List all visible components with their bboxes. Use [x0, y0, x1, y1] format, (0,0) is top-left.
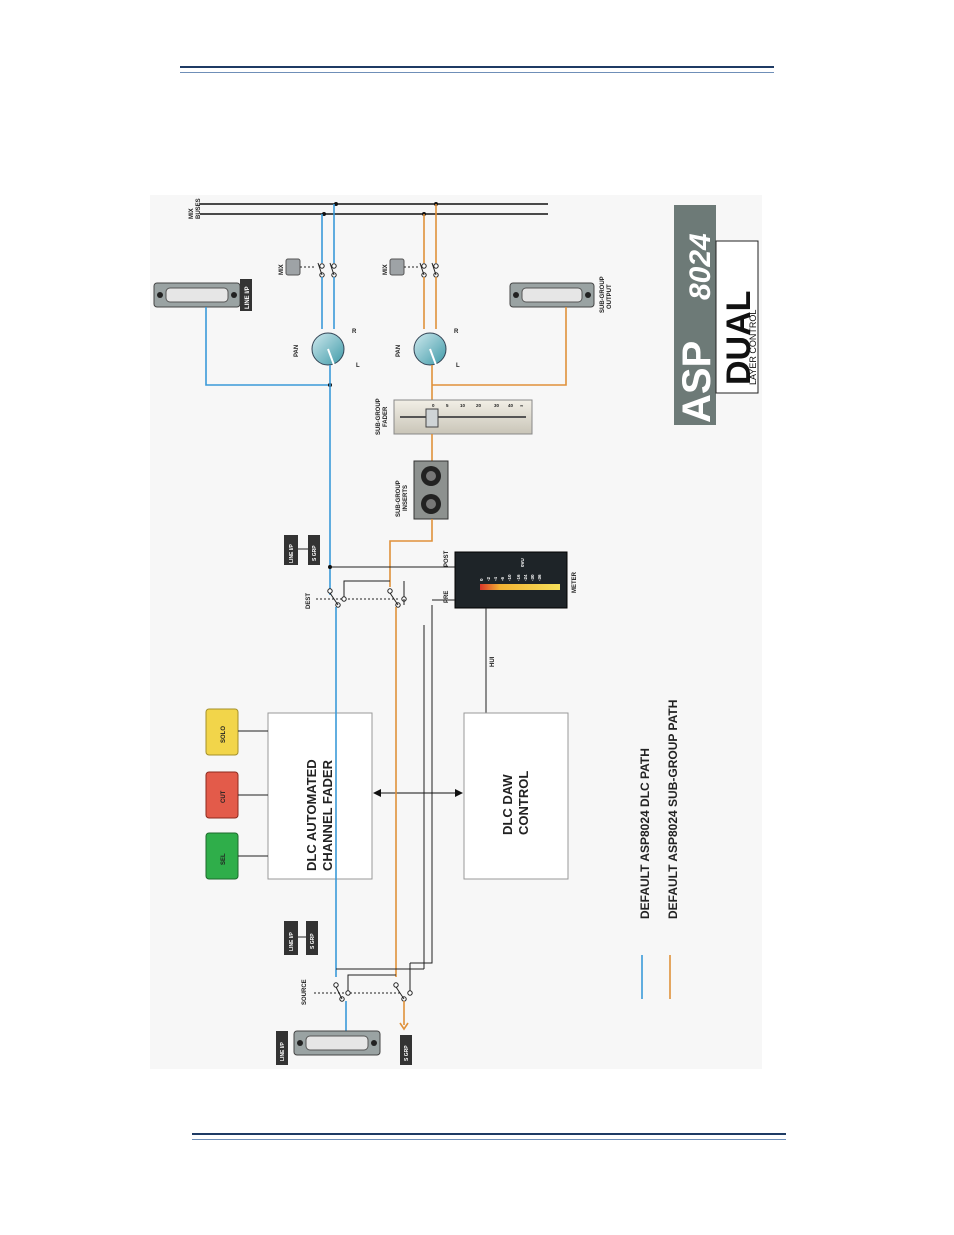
line-input-connector-top: LINE I/P [153, 279, 252, 311]
line-input-connector-bottom: LINE I/P [276, 1001, 381, 1065]
mix-2-label: MIX [383, 264, 389, 275]
dest-s-grp-label: S GRP [312, 545, 318, 561]
svg-text:0: 0 [479, 578, 484, 581]
sub-group-fader: 0 5 10 20 30 40 ∞ SUB-GROUP FADER [376, 397, 533, 435]
mix-buses: MIX BUSES [189, 198, 548, 219]
dlc-fader-label: DLC AUTOMATED CHANNEL FADER [304, 756, 335, 871]
source-line-ip-label: LINE I/P [289, 931, 295, 951]
legend-subgroup-path: DEFAULT ASP8024 SUB-GROUP PATH [666, 700, 680, 919]
dest-switch: LINE I/P S GRP DEST [284, 535, 455, 609]
mix-switch-subgroup: MIX [383, 204, 439, 278]
header-rule [180, 66, 774, 73]
svg-text:10: 10 [460, 403, 466, 408]
pan-1-label: PAN [294, 345, 300, 357]
meter-pre-label: PRE [444, 591, 450, 603]
mix-buses-label: MIX BUSES [189, 198, 202, 219]
source-label: SOURCE [302, 979, 308, 1005]
legend-dlc-path: DEFAULT ASP8024 DLC PATH [638, 748, 652, 919]
sub-group-inserts-label: SUB-GROUP INSERTS [396, 479, 409, 517]
signal-flow-diagram: MIX BUSES LINE I/P SUB-GROUP OUTPUT MIX [150, 195, 762, 1069]
pan-knob-dlc: PAN L R [294, 277, 360, 369]
svg-text:∞: ∞ [520, 403, 523, 408]
svg-text:-16: -16 [516, 574, 521, 581]
dlc-daw-label: DLC DAW CONTROL [500, 771, 531, 835]
pan-2-label: PAN [396, 345, 402, 357]
svg-text:-24: -24 [523, 574, 528, 581]
solo-button: SOLO [205, 708, 268, 756]
footer-rule [192, 1133, 786, 1140]
svg-text:DUAL: DUAL [720, 291, 758, 385]
svg-text:CUT: CUT [221, 790, 227, 803]
svg-text:-6: -6 [500, 577, 505, 581]
hui-label: HUI [490, 656, 496, 667]
dest-line-ip-label: LINE I/P [289, 543, 295, 563]
sel-button: SEL [205, 832, 268, 880]
line-ip-bottom-label: LINE I/P [280, 1041, 286, 1061]
svg-text:SEL: SEL [221, 853, 227, 865]
sub-group-output-label: SUB-GROUP OUTPUT [600, 275, 613, 313]
source-switch: LINE I/P S GRP SOURCE [284, 921, 433, 1005]
svg-text:0VU: 0VU [520, 558, 525, 567]
svg-text:-36: -36 [537, 574, 542, 581]
meter-label: METER [572, 571, 578, 593]
pan-knob-subgroup: PAN L R [396, 277, 460, 369]
svg-text:-30: -30 [530, 574, 535, 581]
s-grp-input: S GRP [399, 1001, 412, 1065]
legend: DEFAULT ASP8024 DLC PATH DEFAULT ASP8024… [638, 700, 680, 999]
svg-text:ASP: ASP [675, 341, 719, 423]
mix-switch-dlc: MIX [279, 204, 337, 278]
svg-text:0: 0 [432, 403, 435, 408]
source-s-grp-label: S GRP [310, 933, 316, 949]
s-grp-bottom-label: S GRP [404, 1045, 410, 1061]
svg-text:30: 30 [494, 403, 500, 408]
asp8024-logo: ASP 8024 DUAL LAYER CONTROL [674, 205, 759, 425]
svg-text:40: 40 [508, 403, 514, 408]
line-ip-top-label: LINE I/P [245, 286, 251, 309]
meter: 0 -2 -4 -6 -10 -16 -24 -30 -36 0VU POST … [444, 550, 578, 609]
dlc-automated-channel-fader: DLC AUTOMATED CHANNEL FADER [267, 712, 373, 880]
svg-text:SOLO: SOLO [221, 726, 227, 743]
svg-text:5: 5 [446, 403, 449, 408]
svg-text:20: 20 [476, 403, 482, 408]
svg-text:-2: -2 [486, 577, 491, 581]
svg-text:LAYER CONTROL: LAYER CONTROL [748, 310, 758, 385]
pan-2-r-label: R [454, 329, 459, 335]
sub-group-output-connector: SUB-GROUP OUTPUT [509, 275, 613, 313]
pan-2-l-label: L [456, 363, 460, 369]
cut-button: CUT [205, 771, 268, 819]
pan-1-l-label: L [356, 363, 360, 369]
sub-group-fader-label: SUB-GROUP FADER [376, 397, 389, 435]
sub-group-inserts: SUB-GROUP INSERTS [396, 434, 449, 520]
dlc-daw-control: DLC DAW CONTROL [463, 712, 569, 880]
svg-text:-10: -10 [507, 574, 512, 581]
pan-1-r-label: R [352, 329, 357, 335]
svg-text:-4: -4 [493, 577, 498, 581]
meter-post-label: POST [444, 550, 450, 567]
svg-text:8024: 8024 [684, 233, 717, 300]
dest-label: DEST [306, 593, 312, 609]
mix-1-label: MIX [279, 264, 285, 275]
